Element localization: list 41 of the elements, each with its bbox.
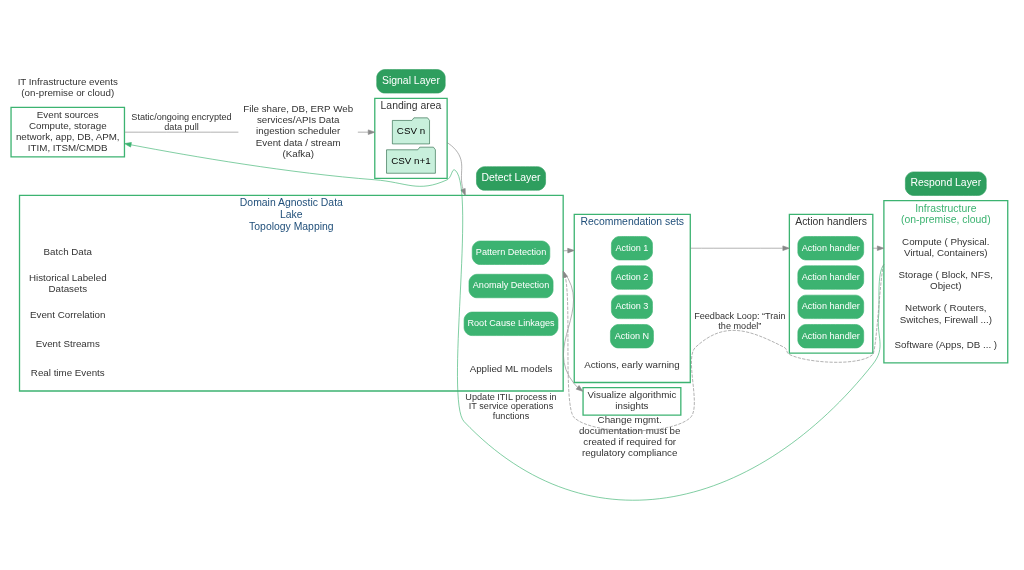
node-text: File share, DB, ERP Web services/APIs Data ingestion scheduler Event data / stream (Kafka): [243, 103, 354, 159]
node-box: Event sources Compute, storage network, app, DB, APM, ITIM, ITSM/CMDB: [10, 106, 126, 158]
node-box: Action 1: [611, 236, 653, 261]
node-text: Software (Apps, DB ... ): [894, 339, 998, 351]
arrow: [562, 270, 584, 392]
connector: [124, 131, 239, 133]
node-box: Detect Layer: [476, 166, 546, 191]
node-label: Change mgmt. documentation must be created if required for regulatory compliance: [578, 413, 681, 459]
arrow: [689, 245, 790, 251]
node-box: Respond Layer: [905, 171, 987, 196]
node-label: Actions, early warning: [584, 358, 680, 370]
node-box: Pattern Detection: [471, 240, 551, 265]
node-box: Action handler: [797, 324, 864, 349]
node-box: Signal Layer: [376, 69, 446, 94]
node-box: Action 2: [611, 265, 653, 290]
node-box: Action handler: [797, 236, 864, 261]
label: Event Correlation: [30, 308, 106, 320]
arrow: [446, 142, 466, 196]
label: Batch Data: [43, 246, 92, 258]
node-box: Action handler: [797, 265, 864, 290]
label: Historical Labeled Datasets: [28, 271, 107, 294]
arrow: [357, 129, 376, 135]
edge-label: Static/ongoing encrypted data pull: [131, 111, 232, 132]
arrow: [124, 142, 885, 501]
node-text: Compute ( Physical. Virtual, Containers): [902, 235, 990, 259]
node-box: Visualize algorithmic insights: [582, 387, 682, 416]
label: Event Streams: [35, 337, 100, 349]
node-text: Storage ( Block, NFS, Object): [898, 269, 994, 292]
label: Real time Events: [30, 367, 105, 379]
node-text: Network ( Routers, Switches, Firewall ...): [899, 302, 992, 325]
node-box: Action 3: [611, 294, 653, 319]
node-box: Anomaly Detection: [468, 273, 554, 299]
edge-label: Update ITIL process in IT service operations functions: [465, 391, 557, 422]
node-box: Action handler: [797, 294, 864, 319]
node-box: Root Cause Linkages: [463, 311, 559, 336]
arrow: [562, 248, 575, 254]
label: IT Infrastructure events (on-premise or cloud): [17, 75, 118, 98]
arrow: [872, 245, 885, 251]
node-text: Applied ML models: [469, 362, 553, 374]
edge-label: Feedback Loop: “Train the model”: [694, 310, 786, 331]
node-box: Action N: [610, 324, 654, 349]
